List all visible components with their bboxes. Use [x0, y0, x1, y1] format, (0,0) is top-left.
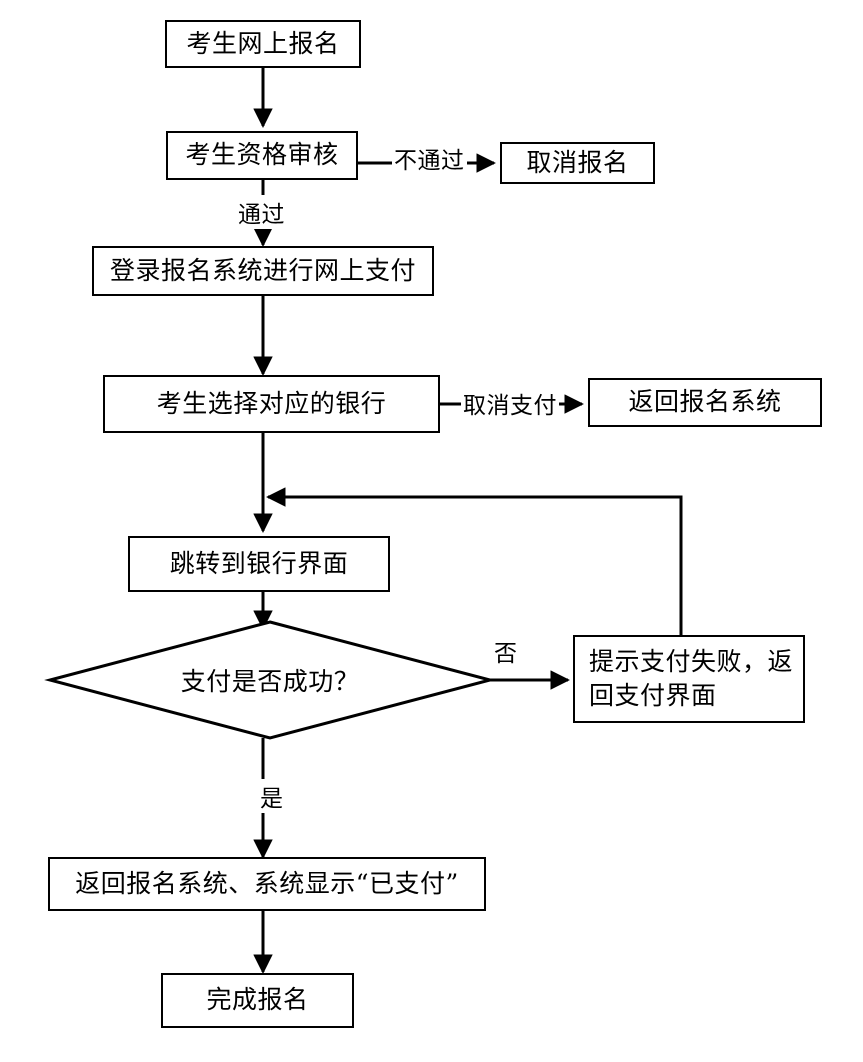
node-online-registration[interactable]: 考生网上报名 [165, 20, 361, 68]
node-select-bank[interactable]: 考生选择对应的银行 [103, 375, 440, 433]
node-label-payment-failed-line2: 回支付界面 [589, 681, 717, 710]
node-finish-registration[interactable]: 完成报名 [161, 973, 354, 1028]
edge-label-cancel-payment-text: 取消支付 [463, 393, 557, 419]
edge-label-yes-text: 是 [260, 786, 284, 812]
edge-label-passed-text: 通过 [238, 202, 285, 228]
node-login-payment[interactable]: 登录报名系统进行网上支付 [92, 246, 434, 296]
node-label-login-payment: 登录报名系统进行网上支付 [109, 255, 416, 285]
node-label-return-paid: 返回报名系统、系统显示“已支付” [75, 868, 459, 898]
edge-label-not-passed-text: 不通过 [394, 148, 465, 174]
edge-label-passed: 通过 [236, 195, 287, 229]
node-label-return-system: 返回报名系统 [628, 387, 782, 417]
decision-diamond-shape [44, 620, 496, 740]
node-qualification-review[interactable]: 考生资格审核 [166, 131, 358, 180]
node-label-finish-registration: 完成报名 [206, 985, 309, 1015]
edge-label-cancel-payment: 取消支付 [461, 386, 559, 420]
node-label-select-bank: 考生选择对应的银行 [156, 388, 387, 418]
node-return-system[interactable]: 返回报名系统 [588, 378, 822, 427]
node-label-payment-success-question: 支付是否成功？ [180, 667, 360, 696]
edge-label-no: 否 [492, 634, 520, 668]
edge-label-yes: 是 [258, 779, 286, 813]
node-label-payment-failed-line1: 提示支付失败，返 [589, 647, 794, 677]
node-label-cancel-registration: 取消报名 [526, 147, 629, 177]
node-cancel-registration[interactable]: 取消报名 [500, 142, 655, 184]
node-label-online-registration: 考生网上报名 [186, 28, 340, 58]
node-label-qualification-review: 考生资格审核 [185, 140, 339, 170]
edge-failure-back-to-jumpbank [266, 487, 683, 635]
node-payment-failed[interactable]: 提示支付失败，返 回支付界面 [573, 635, 805, 723]
node-label-jump-bank-ui: 跳转到银行界面 [169, 548, 349, 578]
node-return-paid[interactable]: 返回报名系统、系统显示“已支付” [48, 857, 486, 911]
node-payment-success-question[interactable]: 支付是否成功？ [110, 658, 430, 702]
edge-label-no-text: 否 [494, 641, 518, 667]
edge-label-not-passed: 不通过 [392, 141, 467, 175]
node-jump-bank-ui[interactable]: 跳转到银行界面 [128, 536, 390, 592]
